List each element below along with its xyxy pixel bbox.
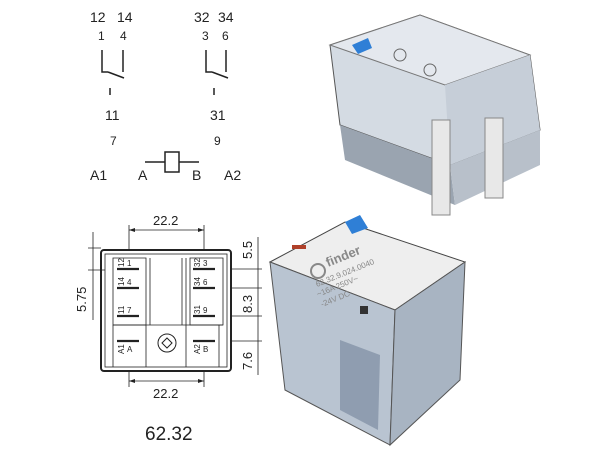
pin-number: 1 [127, 259, 132, 268]
pin-label: 9 [214, 134, 221, 148]
dimension-label: 8.3 [240, 295, 255, 313]
test-button [345, 215, 368, 234]
pin-number: A [127, 345, 133, 354]
pin-label: 1 [98, 29, 105, 43]
footprint-drawing [88, 225, 262, 387]
terminal-label: A2 [224, 167, 241, 183]
schematic-coil: A1 A B A2 [90, 151, 241, 183]
pin-terminal: A1 [117, 344, 126, 354]
test-button [352, 38, 372, 54]
pin-label: 6 [222, 29, 229, 43]
dimension-label: 22.2 [153, 213, 178, 228]
pin-number: 4 [127, 278, 132, 287]
pin-number: B [203, 345, 208, 354]
dimension-label: 5.5 [240, 241, 255, 259]
model-caption: 62.32 [145, 424, 193, 445]
pin-number: 9 [203, 306, 208, 315]
pin-label: 3 [202, 29, 209, 43]
terminal-label: 14 [117, 9, 133, 25]
switch-symbol [205, 50, 229, 95]
pin-terminal: 14 [117, 277, 126, 286]
terminal-label: A1 [90, 167, 107, 183]
pin-terminal: 32 [193, 258, 202, 267]
terminal-label: 31 [210, 107, 226, 123]
pin-terminal: 31 [193, 305, 202, 314]
indicator-strip [292, 245, 306, 249]
footprint-dimensions: 22.2 22.2 5.75 5.5 8.3 7.6 [74, 213, 255, 401]
pin-label: 7 [110, 134, 117, 148]
schematic-contact-1: 12 14 1 4 11 7 [90, 9, 133, 148]
relay-photo-bottom: finder 62.32.9.024.0040 ~16A 250V~ -24V … [268, 215, 467, 447]
terminal-label: 12 [90, 9, 106, 25]
relay-photo-top [328, 14, 541, 216]
pin-terminal: 34 [193, 277, 202, 286]
pin-label: 4 [120, 29, 127, 43]
pin-label: A [138, 167, 148, 183]
finder-logo [310, 263, 326, 279]
pin-number: 7 [127, 306, 132, 315]
dimension-label: 5.75 [74, 287, 89, 312]
pin-label: B [192, 167, 201, 183]
certification-mark [423, 63, 437, 77]
terminal-label: 11 [105, 107, 120, 123]
terminal-label: 32 [194, 9, 210, 25]
pin-terminal: 11 [117, 305, 126, 314]
pin-terminal: A2 [193, 344, 202, 354]
pin-terminal: 12 [117, 258, 126, 267]
led-window [360, 306, 368, 314]
coil-symbol [164, 151, 180, 173]
certification-mark [393, 48, 407, 62]
terminal-label: 34 [218, 9, 234, 25]
pin-number: 6 [203, 278, 208, 287]
dimension-label: 22.2 [153, 386, 178, 401]
pin-number: 3 [203, 259, 208, 268]
switch-symbol [101, 50, 125, 95]
footprint-pin-labels: 12 1 14 4 11 7 32 3 34 6 31 9 A1 A A2 B [117, 258, 208, 354]
pin-slots [117, 267, 215, 343]
dimension-label: 7.6 [240, 352, 255, 370]
schematic-contact-2: 32 34 3 6 31 9 [194, 9, 234, 148]
